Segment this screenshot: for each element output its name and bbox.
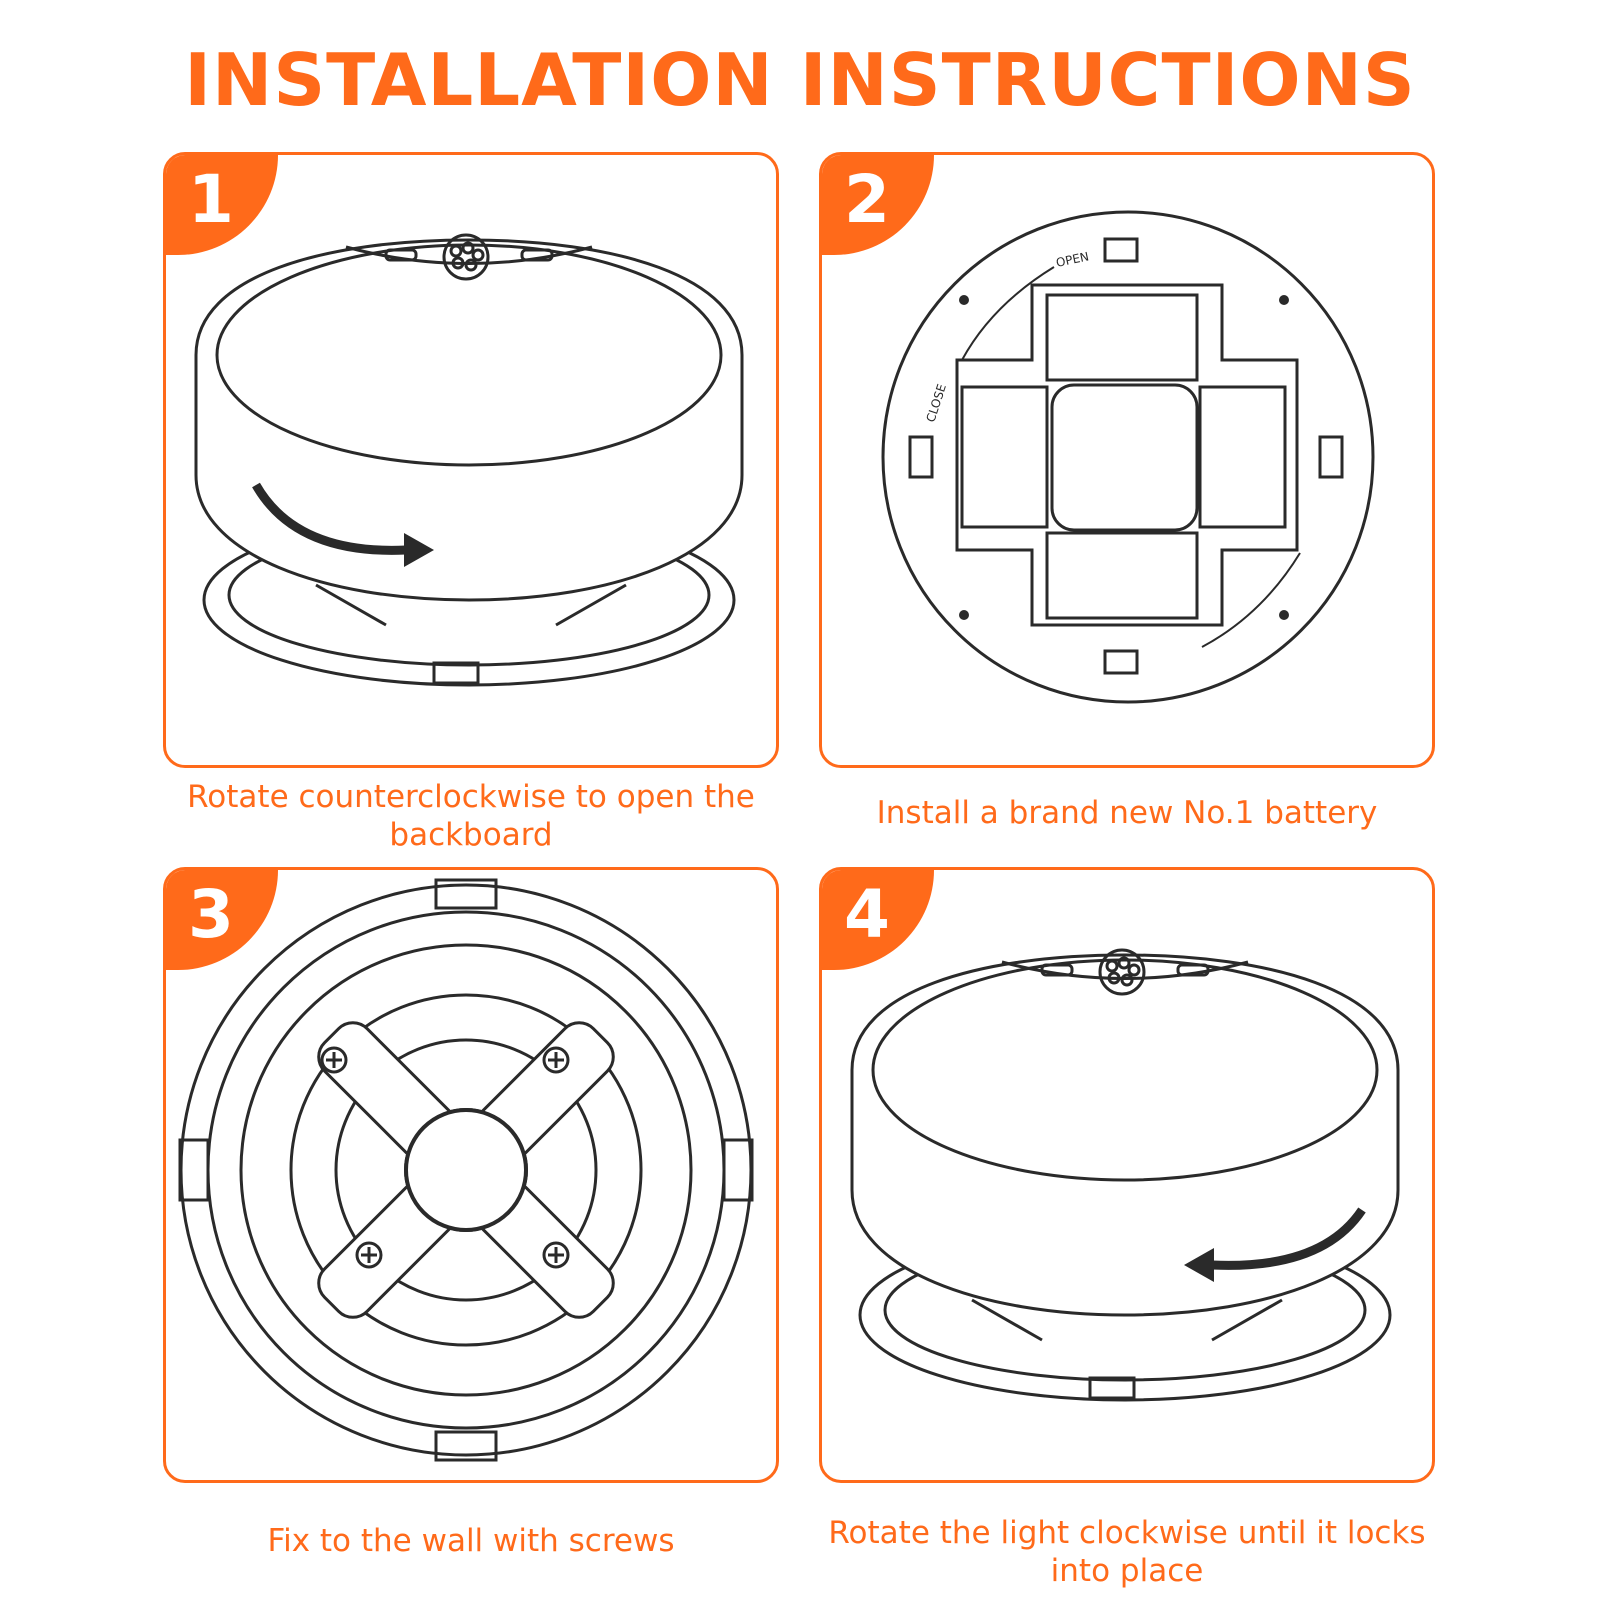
motion-sensor	[442, 233, 490, 281]
mounting-bracket	[317, 1021, 615, 1319]
step-3-illustration	[178, 878, 754, 1462]
step-4-number: 4	[844, 876, 890, 953]
light-body	[194, 238, 744, 602]
step-2-caption: Install a brand new No.1 battery	[876, 795, 1378, 831]
step-2-panel: OPEN CLOSE 2	[819, 152, 1435, 768]
step-4-panel: 4	[819, 867, 1435, 1483]
step-1-number: 1	[188, 161, 234, 238]
motion-sensor	[1098, 948, 1146, 996]
open-label: OPEN	[1055, 249, 1090, 270]
light-body	[850, 953, 1400, 1317]
step-1-caption: Rotate counterclockwise to open the back…	[187, 779, 755, 853]
rotate-arrow-icon	[252, 482, 434, 567]
step-4-caption: Rotate the light clockwise until it lock…	[828, 1515, 1426, 1589]
light-top-face	[871, 958, 1379, 1182]
page-title: INSTALLATION INSTRUCTIONS	[184, 38, 1416, 122]
close-label: CLOSE	[924, 382, 949, 424]
step-3-panel: 3	[163, 867, 779, 1483]
step-4-illustration	[850, 948, 1400, 1402]
light-top-face	[215, 243, 723, 467]
battery-center	[1050, 383, 1199, 532]
rotate-arrow-icon	[1184, 1207, 1366, 1282]
step-3-number: 3	[188, 876, 234, 953]
backplate-circle	[881, 210, 1375, 704]
step-1-panel: 1	[163, 152, 779, 768]
screw-icon	[320, 1046, 570, 1269]
step-3-caption: Fix to the wall with screws	[267, 1523, 675, 1559]
battery-compartment	[955, 283, 1299, 627]
step-2-illustration: OPEN CLOSE	[881, 210, 1375, 704]
step-2-number: 2	[844, 161, 890, 238]
step-1-illustration	[194, 233, 744, 687]
